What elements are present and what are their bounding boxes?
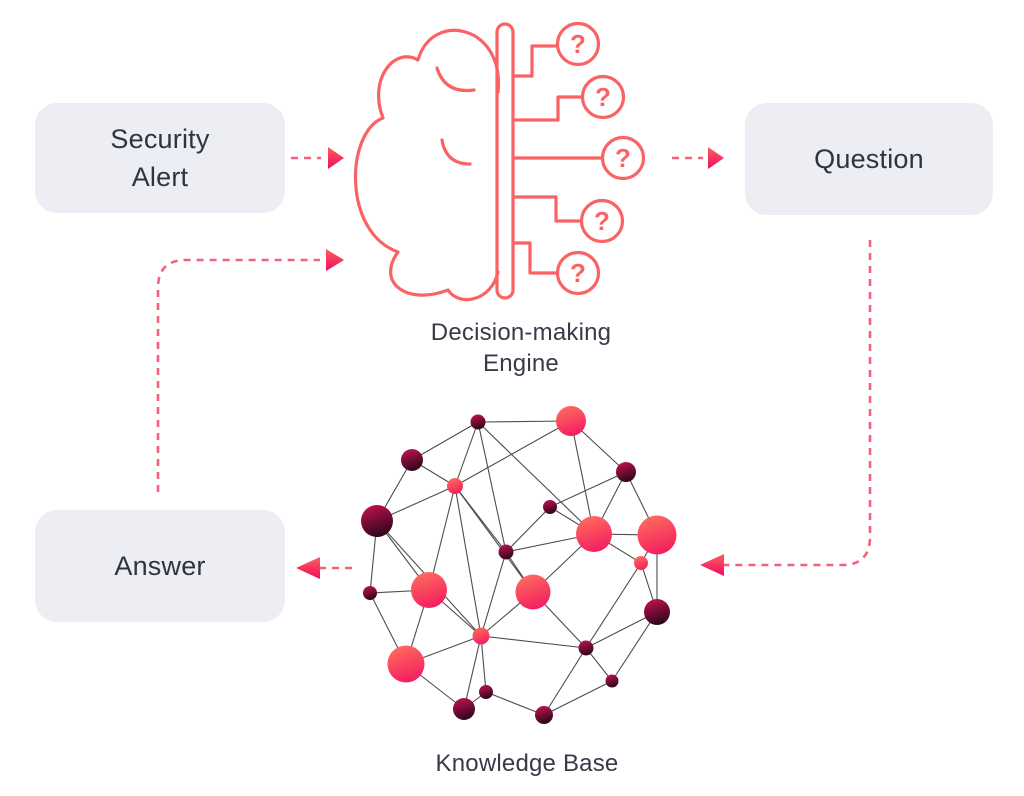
network-edge (549, 471, 627, 508)
answer-box: Answer (35, 510, 285, 622)
question-mark-glyph: ? (594, 206, 610, 236)
network-edge (543, 647, 587, 716)
network-node (447, 478, 463, 494)
question-mark-icon (600, 135, 646, 181)
question-mark-glyph: ? (570, 258, 586, 288)
question-mark-icon (580, 74, 626, 120)
network-node (401, 449, 423, 471)
network-edge (454, 420, 572, 487)
network-node (605, 674, 619, 688)
question-mark-glyph: ? (570, 29, 586, 59)
network-edge (485, 691, 545, 716)
arrow-engine-to-question (672, 147, 724, 169)
question-mark-icon (579, 198, 625, 244)
network-graph-icon (361, 406, 677, 724)
question-mark-glyph: ? (615, 143, 631, 173)
network-node (470, 414, 486, 430)
network-node (498, 544, 514, 560)
network-node (361, 505, 393, 537)
arrow-answer-to-engine (156, 249, 344, 492)
network-edge (570, 420, 595, 535)
network-node (535, 706, 553, 724)
flow-arrows (156, 147, 872, 579)
network-node (556, 406, 586, 436)
brain-icon: ????? (353, 21, 646, 302)
network-node (387, 645, 425, 683)
network-node (453, 698, 475, 720)
network-edge (585, 562, 642, 649)
network-edge (505, 506, 551, 553)
network-node (472, 627, 490, 645)
network-edge (480, 635, 587, 649)
network-edge (454, 485, 482, 637)
network-edge (477, 420, 572, 423)
question-mark-icon (555, 21, 601, 67)
network-edge (477, 421, 507, 553)
network-node (479, 685, 493, 699)
network-edge (454, 485, 534, 593)
network-node (411, 572, 447, 608)
security-alert-box: Security Alert (35, 103, 285, 213)
question-mark-icons: ????? (555, 21, 646, 296)
network-node (637, 515, 677, 555)
network-edge (477, 421, 595, 535)
network-node (543, 500, 557, 514)
arrow-question-to-knowledge-base (700, 240, 872, 576)
decision-making-engine-label: Decision-making Engine (430, 319, 612, 377)
question-mark-glyph: ? (595, 82, 611, 112)
arrow-security-to-engine (291, 147, 344, 169)
network-edge (585, 611, 658, 649)
network-edge (543, 680, 613, 716)
network-node (576, 516, 612, 552)
question-box: Question (745, 103, 993, 215)
arrow-knowledge-base-to-answer (296, 557, 352, 579)
network-node (644, 599, 670, 625)
network-edge (411, 421, 479, 461)
question-mark-icon (555, 250, 601, 296)
knowledge-base-label: Knowledge Base (435, 750, 619, 777)
network-edge (611, 611, 658, 682)
network-edge (480, 551, 507, 637)
network-edge (480, 635, 487, 693)
network-node (363, 586, 377, 600)
network-node (578, 640, 594, 656)
network-node (515, 574, 551, 610)
network-node (616, 462, 636, 482)
network-node (634, 556, 648, 570)
network-edge (463, 635, 482, 710)
network-edge (454, 421, 479, 487)
